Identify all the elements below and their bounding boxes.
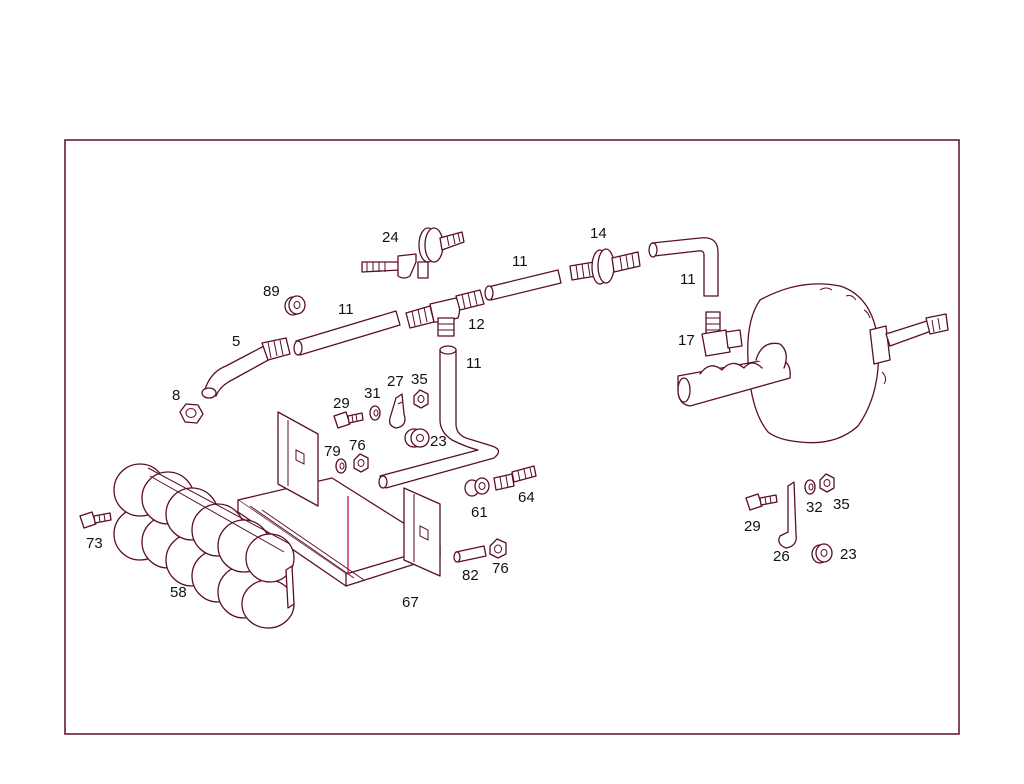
- label-part-76-middle: 76: [492, 560, 509, 577]
- elbow-hose-part-5: [201, 337, 291, 399]
- washer-part-31: [369, 405, 381, 421]
- sleeve-part-82: [453, 545, 487, 563]
- label-part-11-d: 11: [466, 355, 482, 372]
- label-part-26: 26: [773, 548, 790, 565]
- bolt-part-29-left: [333, 411, 364, 429]
- label-part-67: 67: [402, 594, 419, 611]
- label-part-76-left: 76: [349, 437, 366, 454]
- label-part-24: 24: [382, 229, 399, 246]
- bolt-part-29-right: [745, 493, 778, 511]
- bolt-part-73: [79, 511, 112, 529]
- label-part-29-right: 29: [744, 518, 761, 535]
- clip-part-27: [388, 393, 406, 429]
- nut-part-35-right: [819, 473, 835, 493]
- nut-part-35-left: [413, 389, 429, 409]
- bellows-part-58: [113, 463, 295, 629]
- grommet-part-61: [464, 477, 490, 497]
- label-part-29-left: 29: [333, 395, 350, 412]
- connector-part-64: [493, 465, 537, 491]
- label-part-11-b: 11: [512, 253, 528, 270]
- label-part-23-right: 23: [840, 546, 857, 563]
- nut-part-76-left: [353, 453, 369, 473]
- check-valve-part-14: [569, 248, 641, 285]
- label-part-58: 58: [170, 584, 187, 601]
- label-part-35-right: 35: [833, 496, 850, 513]
- spacer-part-23-left: [404, 428, 430, 448]
- label-part-8: 8: [172, 387, 180, 404]
- nut-part-76-middle: [489, 538, 507, 559]
- label-part-32: 32: [806, 499, 823, 516]
- label-part-12: 12: [468, 316, 485, 333]
- valve-part-24: [361, 227, 465, 279]
- label-part-31: 31: [364, 385, 381, 402]
- label-part-27: 27: [387, 373, 404, 390]
- diagram-frame: [64, 139, 960, 735]
- label-part-79: 79: [324, 443, 341, 460]
- nut-part-8: [179, 403, 204, 424]
- clip-part-26: [778, 481, 797, 549]
- label-part-82: 82: [462, 567, 479, 584]
- washer-part-79: [335, 458, 347, 474]
- washer-part-32: [804, 479, 816, 495]
- label-part-35-left: 35: [411, 371, 428, 388]
- spacer-part-23-right: [811, 543, 833, 564]
- label-part-73: 73: [86, 535, 103, 552]
- label-part-14: 14: [590, 225, 607, 242]
- brake-booster: [677, 283, 949, 444]
- label-part-11-c: 11: [680, 271, 696, 288]
- hose-part-11-b: [484, 269, 562, 301]
- bracket-part-67: [237, 411, 441, 587]
- label-part-17: 17: [678, 332, 695, 349]
- label-part-64: 64: [518, 489, 535, 506]
- label-part-5: 5: [232, 333, 240, 350]
- label-part-61: 61: [471, 504, 488, 521]
- hose-part-11-c: [648, 237, 719, 297]
- grommet-part-89: [284, 295, 306, 316]
- label-part-89: 89: [263, 283, 280, 300]
- label-part-23-left: 23: [430, 433, 447, 450]
- label-part-11-a: 11: [338, 301, 354, 318]
- hose-part-11-d: [378, 345, 500, 489]
- hose-part-11-a: [293, 310, 401, 356]
- angle-fitting-part-17: [701, 311, 743, 357]
- t-piece-part-12: [405, 289, 485, 337]
